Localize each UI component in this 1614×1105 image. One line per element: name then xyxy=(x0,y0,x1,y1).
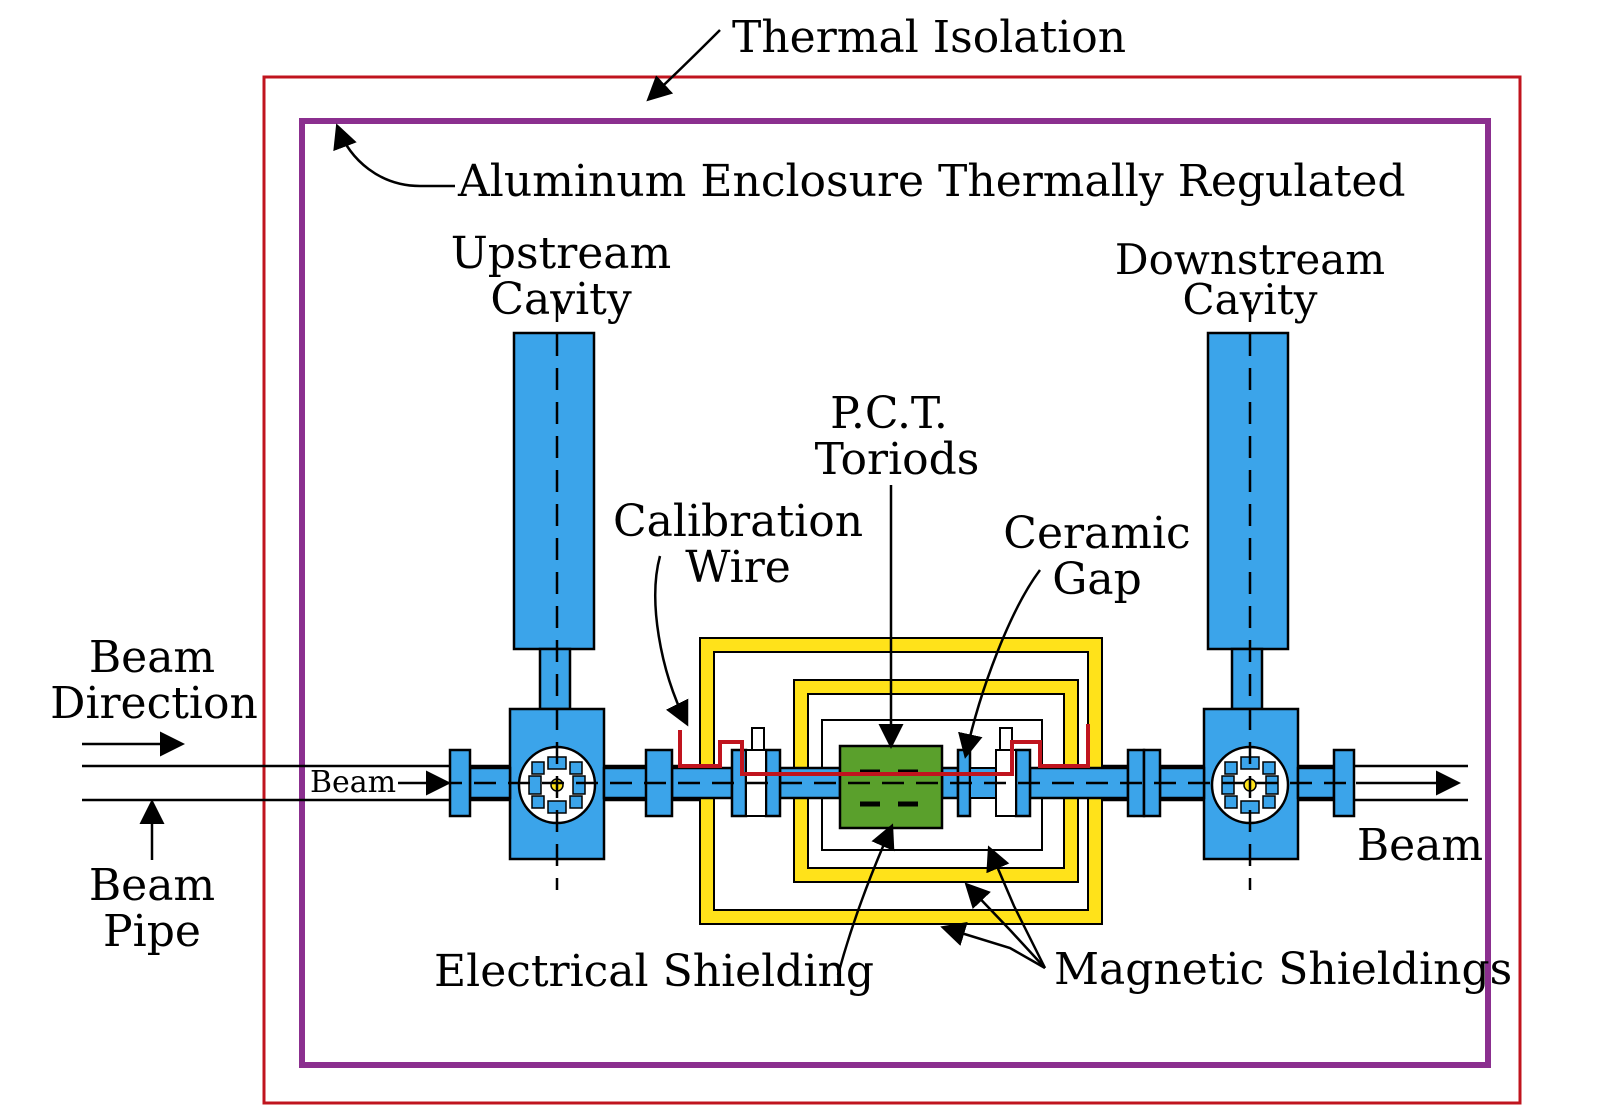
pct-toroids xyxy=(838,744,944,830)
pct-label-2: Toriods xyxy=(815,434,980,485)
beam-inner-label: Beam xyxy=(310,765,396,800)
flange-4 xyxy=(764,748,782,818)
downstream-cavity-label-2: Cavity xyxy=(1183,275,1318,324)
downstream-cavity-label-1: Downstream xyxy=(1115,235,1385,284)
ceramic-post-left xyxy=(751,727,765,751)
thermal-isolation-box xyxy=(262,75,1522,1105)
beam-direction-label-2: Direction xyxy=(50,678,258,729)
beam-pipe-label-1: Beam xyxy=(89,860,215,911)
thermal-isolation-label: Thermal Isolation xyxy=(732,12,1126,63)
ceramic-gap-arrow xyxy=(958,569,1042,759)
calibration-wire-label-1: Calibration xyxy=(613,496,863,547)
upstream-cavity-label-1: Upstream xyxy=(451,228,672,279)
magnetic-shield-arrow-3 xyxy=(986,845,1047,969)
magnetic-shield-arrow-2 xyxy=(964,882,1046,969)
calibration-wire xyxy=(678,724,1090,776)
electrical-shielding-arrow xyxy=(836,823,895,976)
ceramic-gap-label-1: Ceramic xyxy=(1003,508,1190,559)
upstream-cavity-label-2: Cavity xyxy=(490,274,632,325)
upstream-cavity-neck xyxy=(538,647,572,711)
downstream-cavity-neck xyxy=(1230,647,1264,711)
pipe-segment-right-shield xyxy=(1028,766,1130,800)
thermal-isolation-arrow xyxy=(646,29,721,102)
downstream-cavity-port-pattern xyxy=(1221,756,1279,814)
calibration-arrow xyxy=(654,555,689,727)
ceramic-post-right xyxy=(999,727,1013,751)
beam-pipe-label-2: Pipe xyxy=(103,906,201,957)
upstream-cavity-port-pattern xyxy=(528,756,586,814)
magnetic-shield-arrow-1 xyxy=(940,921,1046,970)
magnetic-shieldings-label: Magnetic Shieldings xyxy=(1054,944,1512,995)
aluminum-enclosure-arrow xyxy=(333,123,455,188)
aluminum-enclosure-label: Aluminum Enclosure Thermally Regulated xyxy=(457,156,1406,207)
aluminum-enclosure-box xyxy=(299,118,1491,1068)
pct-label-1: P.C.T. xyxy=(830,388,948,439)
downstream-cavity-tube xyxy=(1206,331,1290,651)
upstream-cavity-tube xyxy=(512,331,596,651)
calibration-wire-label-2: Wire xyxy=(685,542,791,593)
electrical-shielding-label: Electrical Shielding xyxy=(434,946,874,997)
beam-direction-label-1: Beam xyxy=(89,632,215,683)
ceramic-gap-label-2: Gap xyxy=(1052,554,1142,605)
beam-out-label: Beam xyxy=(1357,820,1483,871)
